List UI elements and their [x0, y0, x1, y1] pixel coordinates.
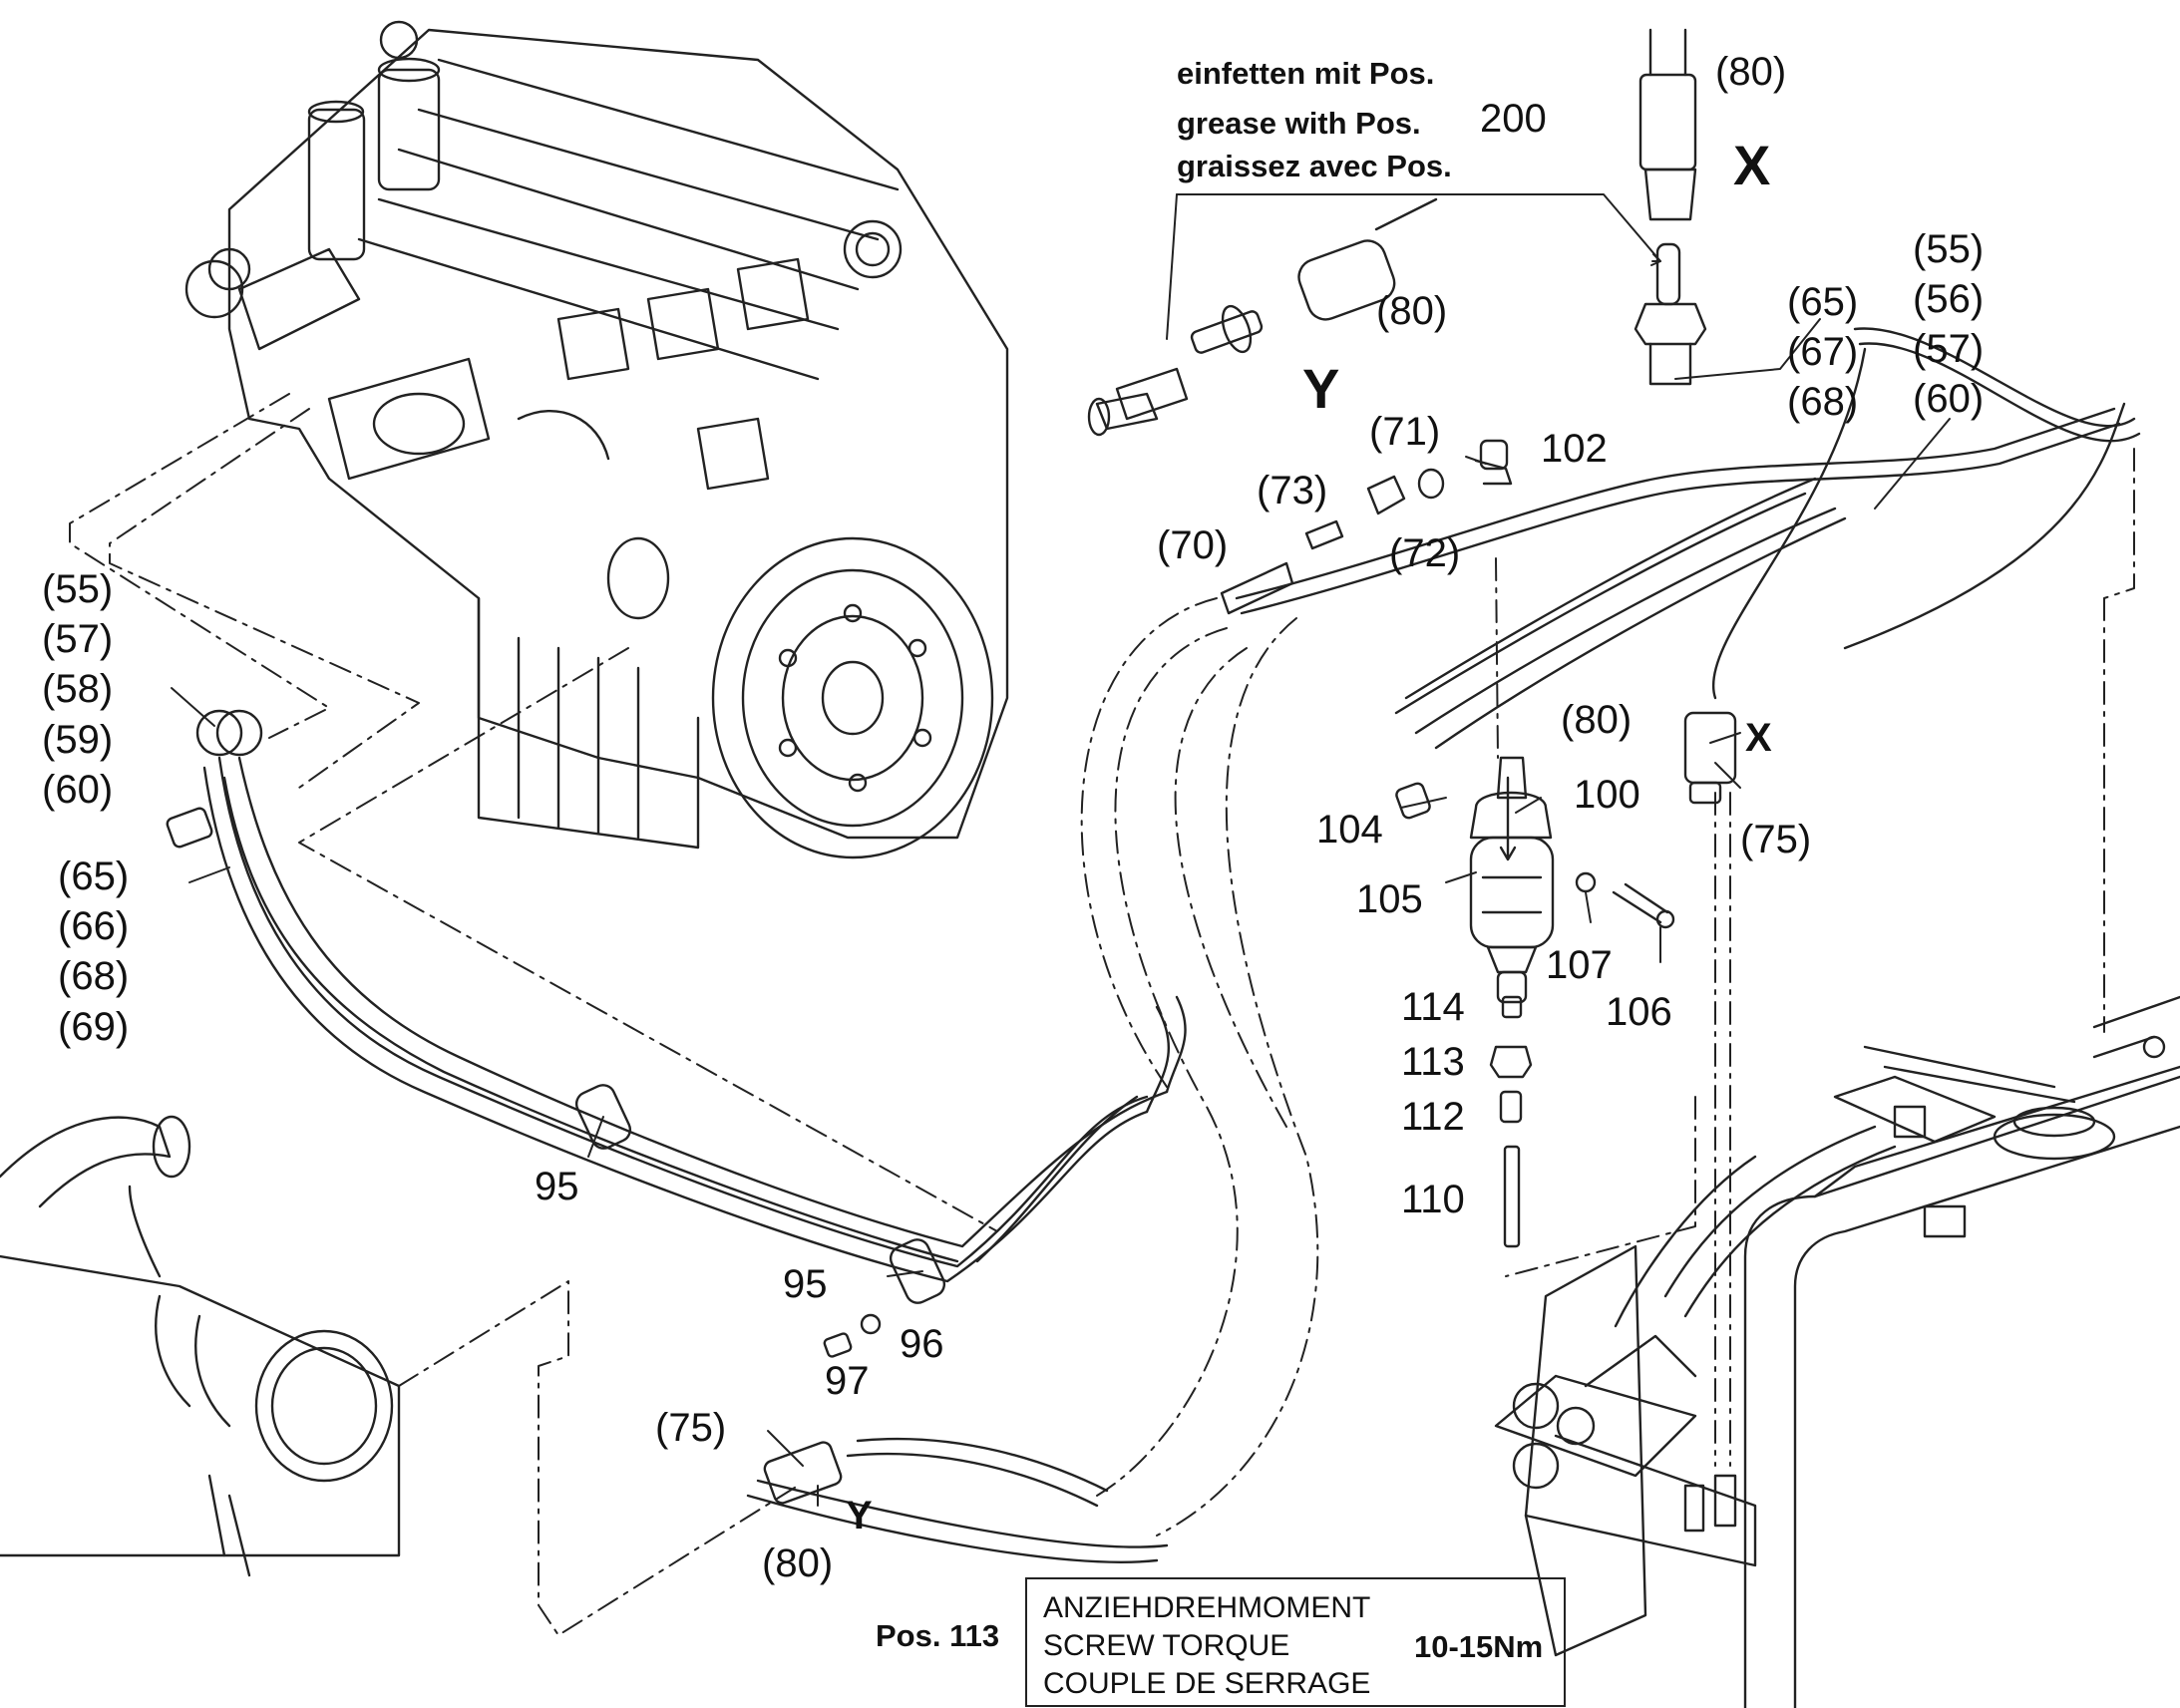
left-group-a-1: (55): [42, 567, 114, 611]
view-x-small-label: X: [1745, 716, 1772, 760]
reference-lines: [69, 393, 2135, 1636]
callout-107: 107: [1546, 943, 1613, 987]
callout-102: 102: [1541, 427, 1608, 471]
view-x-label: X: [1733, 134, 1771, 196]
torque-pos-label: Pos. 113: [876, 1618, 1000, 1653]
left-group-a-2: (57): [42, 617, 114, 661]
torque-line-de: ANZIEHDREHMOMENT: [1043, 1591, 1371, 1624]
callout-96: 96: [900, 1322, 944, 1366]
torque-line-en: SCREW TORQUE: [1043, 1629, 1290, 1662]
right-group-a-2: (67): [1787, 330, 1859, 374]
callout-72: (72): [1389, 531, 1461, 575]
callout-104: 104: [1316, 808, 1383, 852]
note-line-de: einfetten mit Pos.: [1177, 56, 1435, 91]
view-y-small-label: Y: [846, 1494, 873, 1537]
right-group-a-3: (68): [1787, 380, 1859, 424]
note-line-en: grease with Pos.: [1177, 106, 1421, 141]
callout-110: 110: [1401, 1178, 1465, 1221]
hoses: [202, 327, 2141, 1563]
right-group-b-2: (56): [1913, 277, 1985, 321]
left-group-b-4: (69): [58, 1005, 130, 1049]
callout-114: 114: [1401, 985, 1465, 1029]
callout-80-top: (80): [1715, 50, 1787, 94]
callout-105: 105: [1356, 877, 1423, 921]
filter-assembly: [1395, 756, 1675, 1248]
exhaust-illustration: [0, 1115, 401, 1577]
note-pos-number: 200: [1480, 97, 1547, 141]
callout-95-upper: 95: [535, 1165, 579, 1208]
callout-80-y: (80): [1376, 289, 1448, 333]
callout-106: 106: [1606, 990, 1672, 1034]
valve-block-illustration: [1494, 1125, 1897, 1657]
callout-leaders: [171, 193, 1951, 1507]
callout-73: (73): [1257, 469, 1328, 512]
fitting-x-top: [1634, 28, 1707, 386]
view-y-label: Y: [1302, 357, 1340, 420]
callout-113: 113: [1401, 1040, 1465, 1084]
callout-75-right: (75): [1740, 818, 1812, 861]
right-group-b-3: (57): [1913, 327, 1985, 371]
callout-80-x: (80): [1561, 698, 1633, 742]
left-group-a-3: (58): [42, 667, 114, 711]
fitting-y-top: [1087, 197, 1438, 437]
note-line-fr: graissez avec Pos.: [1177, 149, 1452, 183]
left-group-b-1: (65): [58, 854, 130, 898]
left-group-b-2: (66): [58, 904, 130, 948]
torque-line-fr: COUPLE DE SERRAGE: [1043, 1667, 1371, 1700]
left-group-a-5: (60): [42, 768, 114, 812]
right-group-b-4: (60): [1913, 377, 1985, 421]
callout-80-bottom: (80): [762, 1541, 834, 1585]
tank-illustration: [1743, 995, 2180, 1708]
callout-95-lower: 95: [783, 1262, 828, 1306]
engine-illustration: [184, 20, 1009, 859]
callout-112: 112: [1401, 1095, 1465, 1139]
left-group-b-3: (68): [58, 954, 130, 998]
torque-value: 10-15Nm: [1414, 1629, 1544, 1664]
torque-spec-box: ANZIEHDREHMOMENT SCREW TORQUE COUPLE DE …: [1025, 1577, 1566, 1707]
callout-75-bottom: (75): [655, 1406, 727, 1450]
callout-100: 100: [1574, 773, 1640, 817]
right-group-b-1: (55): [1913, 227, 1985, 271]
right-group-a-1: (65): [1787, 280, 1859, 324]
callout-70: (70): [1157, 523, 1229, 567]
callout-71: (71): [1369, 410, 1441, 454]
callout-97: 97: [825, 1359, 870, 1403]
small-fittings: [1220, 439, 1513, 615]
left-group-a-4: (59): [42, 718, 114, 762]
